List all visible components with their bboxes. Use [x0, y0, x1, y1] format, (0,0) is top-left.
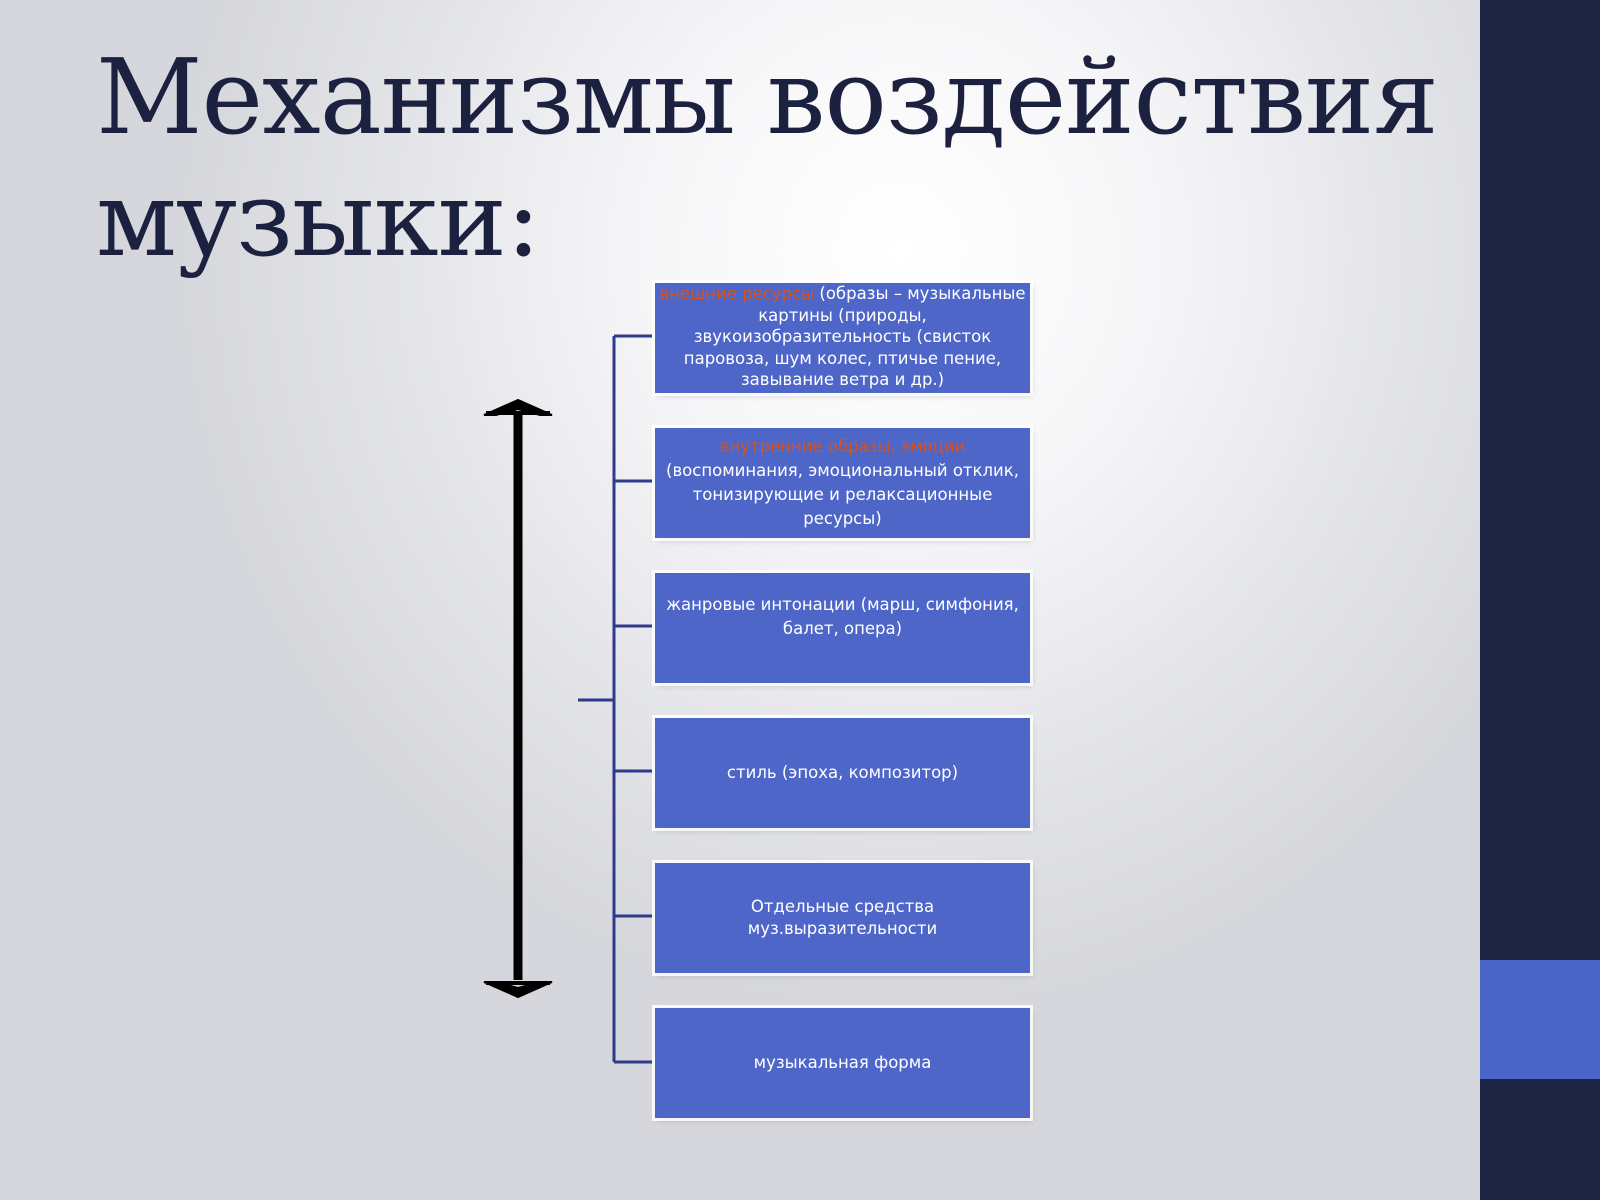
box-external-resources-body: (образы – музыкальные картины (природы, … — [683, 284, 1026, 389]
box-expressive-means-body: Отдельные средства муз.выразительности — [747, 897, 938, 938]
side-accent-block — [1480, 960, 1600, 1079]
box-external-resources-text: внешние ресурсы (образы – музыкальные ка… — [657, 283, 1028, 391]
double-arrow-top-bar — [486, 411, 550, 415]
bracket-connector — [578, 334, 652, 1064]
box-internal-images: внутренние образы, эмоции (воспоминания,… — [655, 428, 1030, 538]
box-genre-intonations-body: жанровые интонации (марш, симфония, бале… — [666, 595, 1019, 638]
box-genre-intonations: жанровые интонации (марш, симфония, бале… — [655, 573, 1030, 683]
box-musical-form: музыкальная форма — [655, 1008, 1030, 1118]
box-style-body: стиль (эпоха, композитор) — [726, 763, 959, 782]
box-internal-images-accent: внутренние образы, эмоции — [719, 437, 966, 456]
box-external-resources: внешние ресурсы (образы – музыкальные ка… — [655, 283, 1030, 393]
double-arrow — [483, 398, 553, 999]
box-external-resources-accent: внешние ресурсы — [659, 284, 815, 303]
slide-title: Механизмы воздействия музыки: — [96, 36, 1439, 280]
box-style: стиль (эпоха, композитор) — [655, 718, 1030, 828]
double-arrow-bottom-bar — [486, 981, 550, 985]
box-expressive-means: Отдельные средства муз.выразительности — [655, 863, 1030, 973]
box-internal-images-body: (воспоминания, эмоциональный отклик, тон… — [666, 461, 1019, 528]
box-musical-form-body: музыкальная форма — [753, 1053, 932, 1072]
